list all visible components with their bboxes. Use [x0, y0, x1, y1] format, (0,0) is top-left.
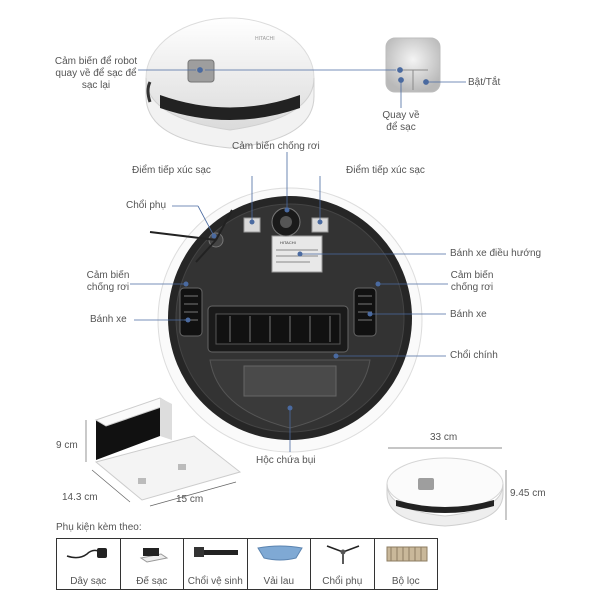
power-label: Bật/Tắt: [468, 77, 501, 88]
robot-diameter-label: 33 cm: [430, 432, 458, 443]
accessories-title: Phụ kiện kèm theo:: [56, 522, 142, 533]
wheel-right-label: Bánh xe: [450, 309, 487, 320]
robot-top-view: HITACHI: [145, 17, 315, 149]
contact-right-label: Điểm tiếp xúc sạc: [346, 165, 425, 176]
cleaning-brush-icon: [194, 547, 238, 557]
dock-height-label: 9 cm: [56, 440, 78, 451]
side-brush-icon: [326, 545, 360, 564]
accessory-side-brush: Chổi phụ: [311, 539, 375, 589]
accessory-name: Dây sạc: [70, 576, 107, 587]
accessory-charging-dock: Đế sạc: [121, 539, 184, 589]
dock-sensor-label-line3: sạc lại: [81, 80, 111, 91]
wheel-left-label: Bánh xe: [90, 314, 127, 325]
robot-side-view: [386, 457, 504, 527]
cliff-left-label: Cảm biến chống rơi: [80, 270, 136, 294]
filter-icon: [386, 546, 427, 562]
accessory-name: Đế sạc: [136, 576, 168, 587]
charging-cable-icon: [66, 548, 107, 559]
steering-wheel-label: Bánh xe điều hướng: [450, 248, 542, 259]
accessory-cleaning-brush: Chổi vệ sinh: [184, 539, 248, 589]
return-charge-label-line2: để sạc: [386, 122, 416, 133]
return-charge-label-line1: Quay về: [382, 110, 420, 121]
accessory-name: Chổi phụ: [322, 576, 363, 587]
main-brush-label: Chổi chính: [450, 350, 498, 361]
cliff-sensor-top-label: Cảm biến chống rơi: [232, 141, 320, 152]
cliff-right-label-line1: Cảm biến: [450, 270, 494, 281]
dock-depth-label: 14.3 cm: [62, 492, 98, 503]
accessory-name: Chổi vệ sinh: [187, 576, 243, 587]
dustbin-label: Hộc chứa bụi: [256, 455, 316, 466]
accessory-mop-cloth: Vải lau: [248, 539, 311, 589]
cliff-right-label: Cảm biến chống rơi: [444, 270, 500, 294]
cliff-left-label-line1: Cảm biến: [86, 270, 130, 281]
power-button-closeup: [385, 37, 441, 93]
accessory-name: Vải lau: [263, 576, 295, 587]
svg-text:HITACHI: HITACHI: [255, 36, 275, 42]
robot-bottom-view: HITACHI: [149, 187, 423, 453]
dock-sensor-label-line2: quay về để sạc để: [55, 68, 137, 79]
accessory-name: Bộ lọc: [391, 576, 420, 587]
accessories-strip: Dây sạc Đế sạc Chổi vệ sinh Vải lau Chổi…: [56, 538, 438, 590]
svg-text:HITACHI: HITACHI: [280, 240, 296, 245]
cliff-left-label-line2: chống rơi: [86, 282, 130, 293]
return-charge-label: Quay về để sạc: [374, 110, 428, 134]
charging-dock-icon: [139, 548, 168, 563]
cliff-right-label-line2: chống rơi: [450, 282, 494, 293]
accessory-charging-cable: Dây sạc: [57, 539, 121, 589]
dock-width-label: 15 cm: [176, 494, 204, 505]
contact-left-label: Điểm tiếp xúc sạc: [132, 165, 211, 176]
accessory-filter: Bộ lọc: [375, 539, 438, 589]
charging-dock: [94, 397, 242, 501]
side-brush-label: Chổi phụ: [126, 200, 167, 211]
mop-cloth-icon: [256, 545, 303, 561]
dock-sensor-label: Cảm biến để robot quay về để sạc để sạc …: [40, 56, 152, 92]
robot-height-label: 9.45 cm: [510, 488, 546, 499]
dock-sensor-label-line1: Cảm biến để robot: [54, 56, 138, 67]
